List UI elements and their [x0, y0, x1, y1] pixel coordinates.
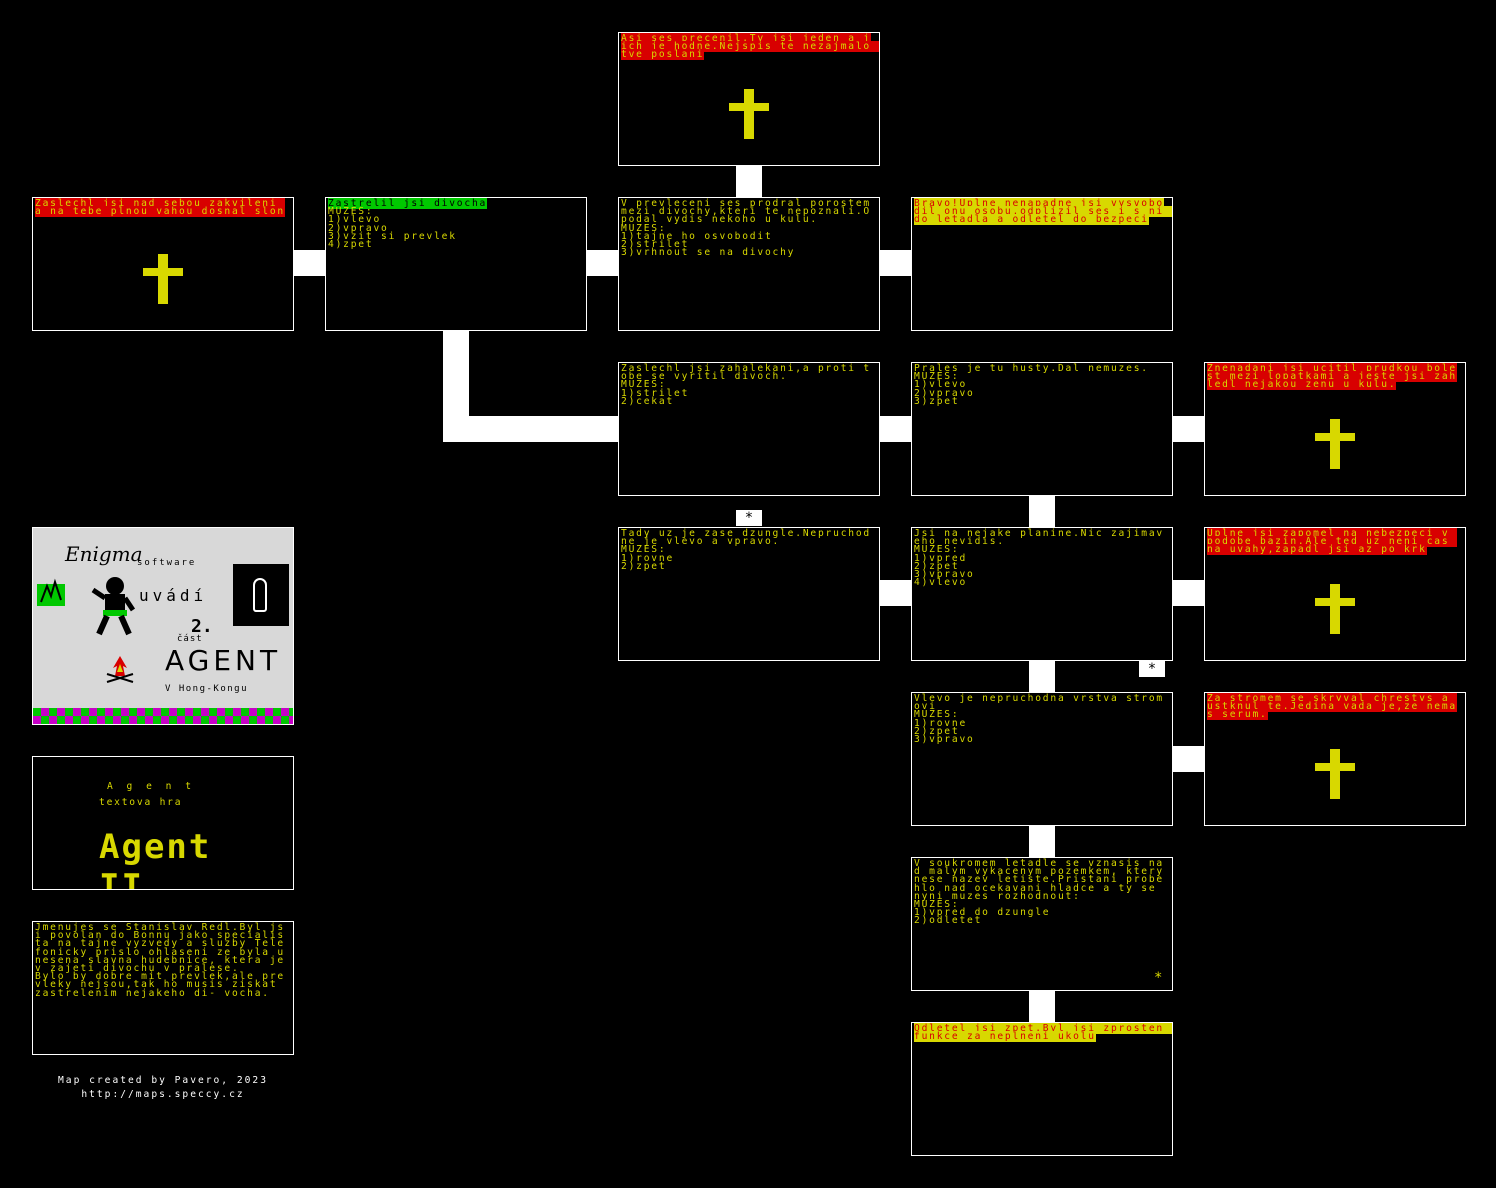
title-part-number: 2.	[191, 616, 213, 637]
star-marker: *	[1139, 661, 1165, 677]
title-subtitle: V Hong-Kongu	[165, 684, 249, 694]
plant-icon	[37, 578, 65, 606]
agent-title-screen: A g e n t textova hra Agent II.	[32, 756, 294, 890]
room-text: Uplne jsi zapomel na nebezpeci v podobe …	[1207, 528, 1458, 556]
room-text: MUZES: 1)vlevo 2)vpravo 3)vzit si prevle…	[328, 206, 457, 251]
cross-icon	[1315, 749, 1355, 799]
title-screen: Enigma software uvádí 2. část AGENT V Ho…	[32, 527, 294, 725]
room-snake-death: Za stromem se skryval chrestys a ustknul…	[1204, 692, 1466, 826]
room-text: Zaslechl jsi nad sebou zakvileni a na te…	[35, 198, 286, 218]
room-jungle: Tady uz je zase dzungle.Nepruchodne je v…	[618, 527, 880, 661]
intro-screen: Jmenujes se Stanislav Redl.Byl jsi povol…	[32, 921, 294, 1055]
agent-title-line2: textova hra	[99, 797, 183, 808]
title-agent: AGENT	[165, 644, 282, 677]
room-pain-death: Znenadani jsi ucitil prudkou bolest mezi…	[1204, 362, 1466, 496]
room-ambush: Zaslechl jsi zahalekani,a proti tobe se …	[618, 362, 880, 496]
connector	[1172, 580, 1205, 606]
title-enigma: Enigma	[65, 542, 143, 566]
savage-icon	[91, 577, 135, 636]
connector	[586, 250, 619, 276]
room-text: Znenadani jsi ucitil prudkou bolest mezi…	[1207, 363, 1458, 391]
room-plane: V soukromem letadle se vznasis nad malym…	[911, 857, 1173, 991]
connector	[1029, 660, 1055, 693]
room-dense-jungle: Prales je tu husty.Dal nemuzes. MUZES: 1…	[911, 362, 1173, 496]
connector	[1172, 746, 1205, 772]
cross-icon	[729, 89, 769, 139]
room-shot-savage: Zastrelil jsi divocha MUZES: 1)vlevo 2)v…	[325, 197, 587, 331]
room-plain: Jsi na nejake planine.Nic zajimaveho nev…	[911, 527, 1173, 661]
room-swamp-death: Uplne jsi zapomel na nebezpeci v podobe …	[1204, 527, 1466, 661]
cross-icon	[143, 254, 183, 304]
agent-title-line1: A g e n t	[107, 781, 195, 792]
figure-icon	[253, 578, 267, 612]
connector	[1029, 495, 1055, 528]
room-text: Zaslechl jsi zahalekani,a proti tobe se …	[621, 363, 872, 407]
room-flyback: Odletel jsi zpet.Byl jsi zprosten funkce…	[911, 1022, 1173, 1156]
credit-author: Map created by Pavero, 2023	[58, 1075, 268, 1086]
cross-icon	[1315, 419, 1355, 469]
star-marker: *	[1154, 970, 1163, 986]
campfire-icon	[106, 656, 134, 683]
connector	[879, 580, 912, 606]
room-text: Bravo!Uplne nenapadne jsi vysvobodil onu…	[914, 198, 1172, 226]
credit-url[interactable]: http://maps.speccy.cz	[81, 1089, 245, 1100]
room-text: Odletel jsi zpet.Byl jsi zprosten funkce…	[914, 1023, 1172, 1043]
connector	[879, 250, 912, 276]
agent-title-big: Agent II.	[99, 827, 212, 890]
room-text: Za stromem se skryval chrestys a ustknul…	[1207, 693, 1458, 721]
checker-border	[33, 708, 293, 724]
connector	[879, 416, 912, 442]
star-marker: *	[736, 510, 762, 526]
room-text: Asi ses precenil.Ty jsi jeden a jich je …	[621, 33, 879, 61]
room-text: Tady uz je zase dzungle.Nepruchodne je v…	[621, 528, 872, 572]
room-text: Vlevo je nepruchodna vrstva stromovi MUZ…	[914, 693, 1165, 746]
connector	[1029, 990, 1055, 1023]
connector	[443, 416, 619, 442]
portrait-box	[233, 564, 289, 626]
room-bravo-win: Bravo!Uplne nenapadne jsi vysvobodil onu…	[911, 197, 1173, 331]
room-top-death: Asi ses precenil.Ty jsi jeden a jich je …	[618, 32, 880, 166]
connector	[1029, 825, 1055, 858]
room-highlight: Zastrelil jsi divocha	[328, 198, 488, 209]
room-text: Prales je tu husty.Dal nemuzes. MUZES: 1…	[914, 363, 1149, 407]
room-disguise: V prevleceni ses prodral porostem mezi d…	[618, 197, 880, 331]
connector	[293, 250, 326, 276]
connector	[1172, 416, 1205, 442]
intro-text: Jmenujes se Stanislav Redl.Byl jsi povol…	[35, 922, 286, 999]
title-uvadi: uvádí	[139, 586, 208, 605]
connector	[736, 165, 762, 198]
room-text: V soukromem letadle se vznasis nad malym…	[914, 858, 1165, 927]
room-text: Jsi na nejake planine.Nic zajimaveho nev…	[914, 528, 1165, 589]
title-software: software	[137, 558, 197, 568]
title-part: část	[177, 634, 203, 644]
room-impassable: Vlevo je nepruchodna vrstva stromovi MUZ…	[911, 692, 1173, 826]
room-text: V prevleceni ses prodral porostem mezi d…	[621, 198, 872, 259]
cross-icon	[1315, 584, 1355, 634]
room-elephant-death: Zaslechl jsi nad sebou zakvileni a na te…	[32, 197, 294, 331]
